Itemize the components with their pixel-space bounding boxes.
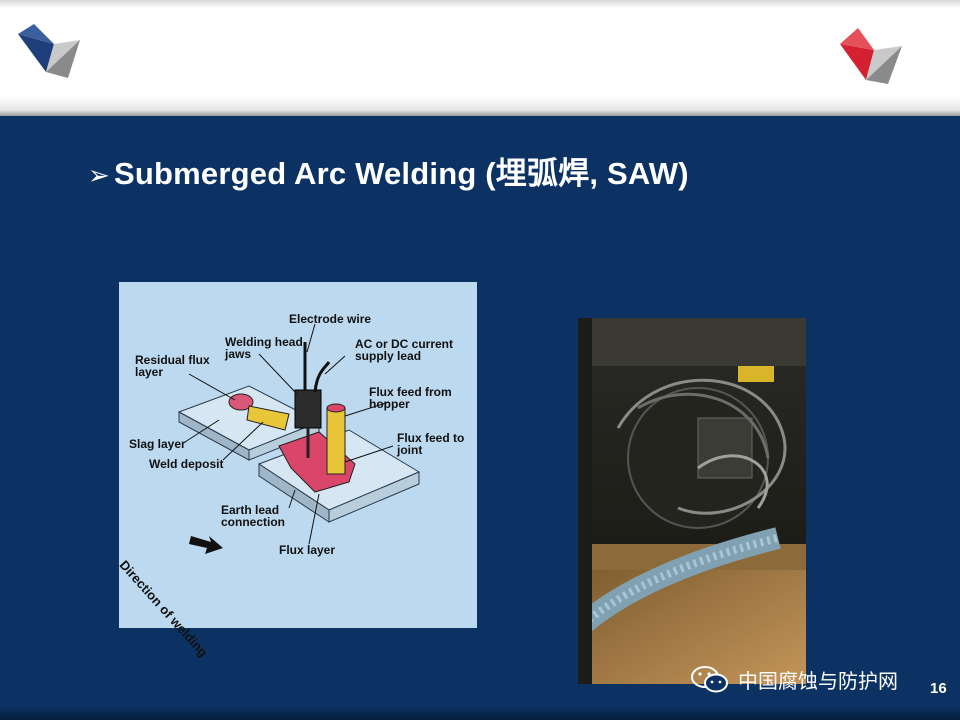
saw-machine-photo [578, 318, 806, 684]
title-text: Submerged Arc Welding (埋弧焊, SAW) [114, 156, 689, 191]
label-flux-feed-joint-line2: joint [397, 443, 423, 457]
label-earth-lead-line2: connection [221, 515, 286, 529]
watermark-text: 中国腐蚀与防护网 [738, 668, 898, 693]
label-welding-head-jaws-line2: jaws [225, 347, 252, 361]
label-current-supply-line2: supply lead [355, 349, 422, 363]
wechat-icon [691, 666, 728, 693]
watermark: 中国腐蚀与防护网 [688, 664, 898, 694]
slide-header [0, 0, 960, 116]
footer-bar [0, 706, 960, 720]
label-welding-head-jaws-line1: Welding head [225, 335, 303, 349]
label-electrode-wire: Electrode wire [289, 312, 372, 326]
label-current-supply-line1: AC or DC current [355, 337, 454, 351]
photo-illustration [578, 318, 806, 684]
label-flux-feed-joint-line1: Flux feed to [397, 431, 465, 445]
label-slag-layer: Slag layer [129, 437, 186, 451]
label-residual-flux-line1: Residual flux [135, 353, 210, 367]
saw-diagram-drawing [177, 323, 421, 554]
label-earth-lead-line1: Earth lead [221, 503, 280, 517]
company-logo-left [18, 24, 80, 78]
slide-title: ➢Submerged Arc Welding (埋弧焊, SAW) [88, 148, 689, 193]
label-flux-feed-hopper-line2: hopper [369, 397, 410, 411]
bullet-arrow-icon: ➢ [88, 161, 110, 191]
label-flux-layer: Flux layer [279, 543, 336, 557]
label-residual-flux-line2: layer [135, 365, 164, 379]
saw-process-diagram: Electrode wire Welding head jaws AC or D… [117, 282, 477, 660]
label-weld-deposit: Weld deposit [149, 457, 224, 471]
company-logo-right [840, 28, 902, 84]
page-number: 16 [930, 680, 947, 697]
label-flux-feed-hopper-line1: Flux feed from [369, 385, 452, 399]
